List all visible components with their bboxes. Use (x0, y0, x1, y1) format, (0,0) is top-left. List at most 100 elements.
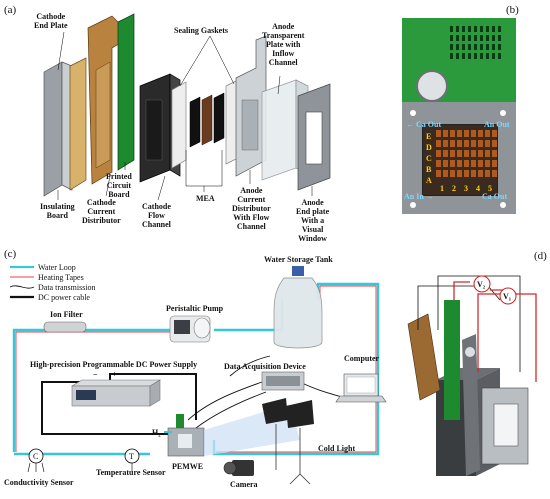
pcb-slot-hole (486, 26, 489, 32)
anode-transparent-plate (261, 79, 297, 181)
port-an-in: An In → (404, 192, 434, 201)
pcb-segment (457, 140, 462, 147)
col-label-4: 4 (476, 184, 480, 193)
panel-d-label: (d) (534, 250, 547, 262)
label-temperature-sensor: Temperature Sensor (96, 468, 166, 477)
pcb-slot-hole (468, 53, 471, 59)
legend-heating-tapes: Heating Tapes (38, 273, 84, 282)
pcb-slot-hole (486, 35, 489, 41)
panel-b-label: (b) (506, 4, 519, 16)
row-label-a: A (426, 176, 432, 185)
pcb-slot-hole (498, 35, 501, 41)
pcb-segment (471, 160, 476, 167)
pcb-slot-hole (474, 35, 477, 41)
pcb-segment (457, 160, 462, 167)
label-cold-light: Cold Light (318, 444, 356, 453)
col-label-2: 2 (452, 184, 456, 193)
pcb-slot-hole (462, 26, 465, 32)
pcb-segment (485, 170, 490, 177)
pcb-slot-hole (456, 44, 459, 50)
pcb-segment (443, 160, 448, 167)
pcb-segment (471, 130, 476, 137)
pcb-segment (450, 160, 455, 167)
pcb-segment (471, 140, 476, 147)
pcb-slot-hole (474, 53, 477, 59)
label-v1: V₁ (503, 292, 512, 301)
pcb-slot-hole (450, 26, 453, 32)
legend-water-loop: Water Loop (38, 263, 76, 272)
pcb-segment (492, 170, 497, 177)
pcb-segment (464, 130, 469, 137)
legend-data-transmission: Data transmission (38, 283, 96, 292)
pcb-segment (457, 150, 462, 157)
pcb-segment (485, 150, 490, 157)
pcb-slot-hole (462, 53, 465, 59)
label-computer: Computer (344, 354, 380, 363)
port-ca-out-left: ← Ca Out (406, 120, 442, 129)
label-plus-terminal: + (112, 370, 117, 379)
label-pemwe: PEMWE (172, 462, 204, 471)
label-peristaltic-pump: Peristaltic Pump (166, 304, 224, 313)
label-data-acquisition: Data Acquisition Device (224, 362, 306, 371)
label-sealing-gaskets: Sealing Gaskets (174, 26, 229, 35)
pcb-slot-hole (456, 35, 459, 41)
conductivity-c-symbol: C (33, 452, 39, 461)
pcb-slot-hole (462, 35, 465, 41)
label-camera: Camera (230, 480, 258, 489)
pcb-segment (436, 130, 441, 137)
pcb-segment (478, 170, 483, 177)
pcb-segment (471, 170, 476, 177)
pcb-slot-hole (492, 26, 495, 32)
cathode-end-plate (43, 61, 63, 197)
row-label-d: D (426, 143, 432, 152)
pcb-segment (478, 150, 483, 157)
pcb-segment (464, 140, 469, 147)
screw-hole (410, 110, 416, 116)
screw-hole (500, 202, 506, 208)
pcb-segment (436, 140, 441, 147)
panel-a-label: (a) (4, 4, 17, 16)
col-label-5: 5 (488, 184, 492, 193)
col-label-1: 1 (440, 184, 444, 193)
pcb-slot-hole (480, 44, 483, 50)
pcb-segment (478, 160, 483, 167)
panel-c-label: (c) (4, 248, 17, 260)
pcb-slot-hole (480, 35, 483, 41)
pcb-slot-hole (480, 26, 483, 32)
pcb-slot-hole (450, 53, 453, 59)
pcb-segment (457, 170, 462, 177)
label-water-storage-tank: Water Storage Tank (264, 255, 333, 264)
mea-layer-2 (201, 94, 213, 146)
col-label-3: 3 (464, 184, 468, 193)
pcb-segment (492, 160, 497, 167)
pcb-slot-hole (474, 44, 477, 50)
temperature-t-symbol: T (129, 452, 134, 461)
label-v2: V₂ (477, 280, 486, 289)
pcb-segment (436, 150, 441, 157)
legend-dc-power-cable: DC power cable (38, 293, 90, 302)
pcb-segment (471, 150, 476, 157)
screw-hole (500, 110, 506, 116)
label-h2: H₂ (152, 428, 161, 437)
pcb-segment (464, 170, 469, 177)
insulating-board (69, 57, 87, 191)
pcb-segment (485, 140, 490, 147)
pcb-slot-hole (492, 35, 495, 41)
pcb-slot-hole (462, 44, 465, 50)
pcb-slot-hole (456, 53, 459, 59)
pcb-segment (450, 130, 455, 137)
label-mea: MEA (196, 194, 215, 203)
pcb-mount-hole (416, 70, 448, 102)
row-label-c: C (426, 154, 432, 163)
label-ion-filter: Ion Filter (50, 310, 83, 319)
pcb-slot-hole (498, 26, 501, 32)
mea-layer-1 (189, 96, 201, 148)
